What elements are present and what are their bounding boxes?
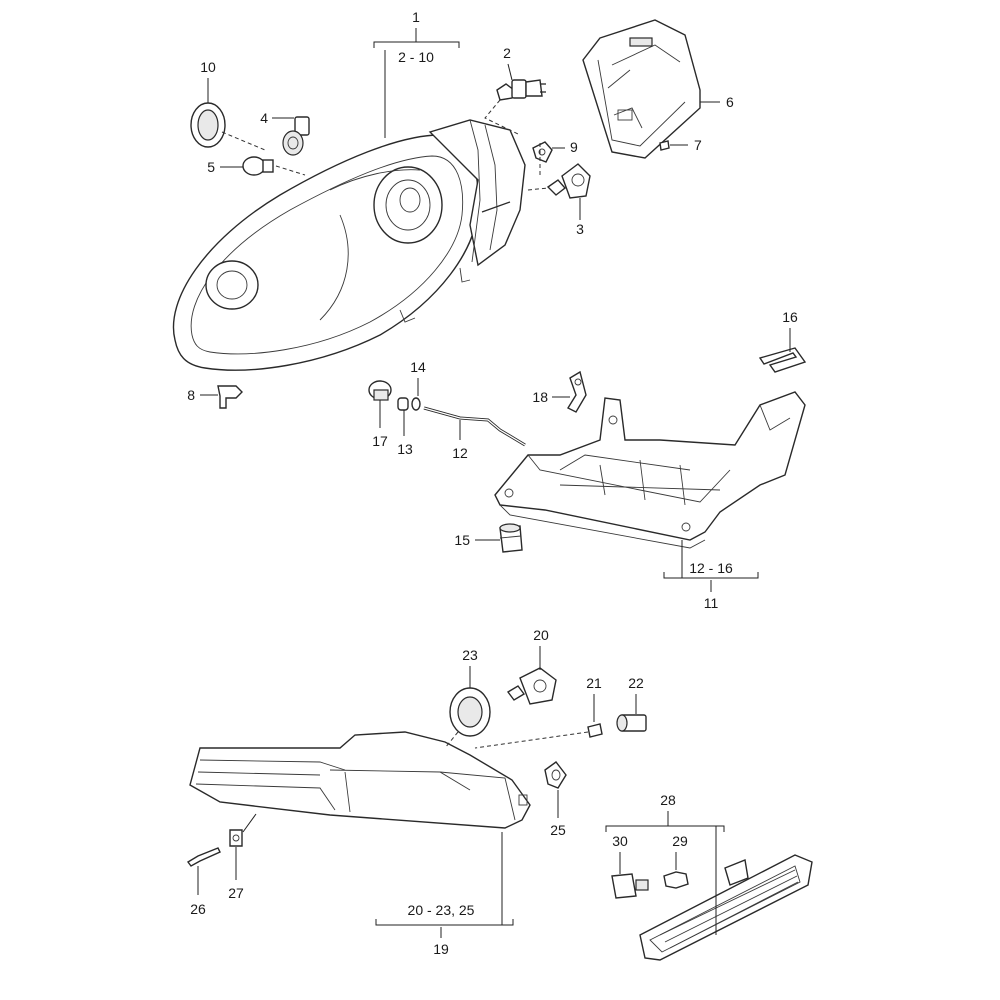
callout-20: 20	[533, 627, 549, 643]
cap-15: 15	[454, 523, 523, 553]
mounting-bracket	[494, 391, 806, 549]
bulb-hb4: 20	[506, 627, 557, 705]
callout-5: 5	[207, 159, 215, 175]
callout-26: 26	[190, 901, 206, 917]
connector-8: 8	[187, 385, 243, 409]
bracket-18: 18	[532, 370, 587, 413]
callout-8: 8	[187, 387, 195, 403]
front-indicator-light	[189, 731, 531, 829]
bulb-29: 29	[663, 833, 689, 889]
callout-9: 9	[570, 139, 578, 155]
adjusting-rod-12: 12	[423, 406, 526, 461]
callout-18: 18	[532, 389, 548, 405]
callout-range-20-23-25: 20 - 23, 25	[408, 902, 475, 918]
callout-group-11: 12 - 16 11	[663, 540, 759, 611]
callout-11: 11	[704, 595, 719, 611]
clip-9: 9	[532, 139, 578, 163]
callout-29: 29	[672, 833, 688, 849]
bulb-5: 5	[207, 156, 306, 176]
callout-1: 1	[412, 9, 420, 25]
callout-19: 19	[433, 941, 449, 957]
callout-28: 28	[660, 792, 676, 808]
callout-12: 12	[452, 445, 468, 461]
callout-27: 27	[228, 885, 244, 901]
callout-30: 30	[612, 833, 628, 849]
callout-16: 16	[782, 309, 798, 325]
callout-15: 15	[454, 532, 470, 548]
callout-6: 6	[726, 94, 734, 110]
grommet-17: 17	[368, 380, 392, 449]
callout-23: 23	[462, 647, 478, 663]
bulb-h7: 2	[484, 45, 546, 136]
socket-22: 22	[616, 675, 647, 732]
callout-21: 21	[586, 675, 602, 691]
clip-nut-27: 27	[228, 813, 257, 901]
screw-7: 7	[659, 137, 702, 153]
rubber-cap-10: 10	[190, 59, 266, 151]
callout-range-12-16: 12 - 16	[689, 560, 733, 576]
socket-30: 30	[611, 833, 649, 899]
bulb-h1: 3	[527, 142, 591, 237]
headlight-cover: 6	[582, 19, 734, 159]
callout-25: 25	[550, 822, 566, 838]
side-marker-light	[639, 854, 813, 961]
callout-7: 7	[694, 137, 702, 153]
callout-22: 22	[628, 675, 644, 691]
callout-14: 14	[410, 359, 426, 375]
callout-group-28: 28	[605, 792, 725, 935]
callout-group-1: 1 2 - 10	[373, 9, 460, 138]
screw-26: 26	[186, 847, 221, 917]
callout-range-2-10: 2 - 10	[398, 49, 434, 65]
callout-13: 13	[397, 441, 413, 457]
callout-4: 4	[260, 110, 268, 126]
seal-23: 23	[444, 647, 491, 749]
callout-3: 3	[576, 221, 584, 237]
callout-group-19: 20 - 23, 25 19	[375, 832, 514, 957]
bulb-socket-4: 4	[260, 110, 310, 156]
headlight-assembly	[172, 119, 526, 371]
callout-17: 17	[372, 433, 388, 449]
clip-25: 25	[544, 761, 567, 838]
clip-16: 16	[758, 309, 807, 373]
callout-2: 2	[503, 45, 511, 61]
callout-10: 10	[200, 59, 216, 75]
bushing-13: 13	[397, 397, 413, 457]
o-ring-14: 14	[410, 359, 426, 411]
bulb-21: 21	[474, 675, 603, 749]
